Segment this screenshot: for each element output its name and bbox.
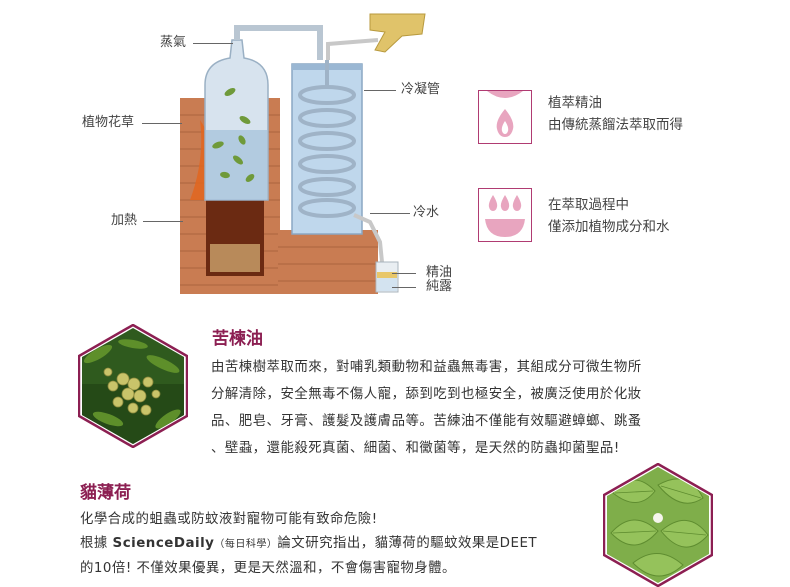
label-condenser: 冷凝管 (401, 82, 441, 97)
leader-line (142, 123, 182, 124)
leader-line (370, 213, 410, 214)
source-claim: 論文研究指出，貓薄荷的驅蚊效果是DEET (277, 536, 538, 551)
paragraph-line: 的10倍! 不僅效果優異，更是天然溫和，不會傷害寵物身體。 (80, 561, 456, 576)
catnip-image (603, 463, 713, 587)
feature-text-1: 植萃精油 由傳統蒸餾法萃取而得 (548, 92, 683, 136)
outlet-pipe (353, 213, 384, 263)
droplets-icon (485, 195, 525, 237)
paragraph-line: 品、肥皂、牙膏、護髮及護膚品等。苦練油不僅能有效驅避蟑螂、跳蚤 (211, 414, 642, 429)
paragraph-line: 化學合成的蛆蟲或防蚊液對寵物可能有致命危險! (80, 512, 378, 527)
water-funnel (369, 13, 426, 53)
source-name: ScienceDaily (112, 536, 215, 551)
paragraph-line: 分解清除，安全無毒不傷人寵，舔到吃到也極安全，被廣泛使用於化妝 (211, 387, 642, 402)
feature-line: 由傳統蒸餾法萃取而得 (548, 117, 683, 133)
paragraph-line: 、壁蝨，還能殺死真菌、細菌、和黴菌等，是天然的防蟲抑菌聖品! (211, 441, 620, 456)
neem-title: 苦楝油 (212, 329, 263, 349)
label-hydrosol: 純露 (426, 279, 453, 294)
droplets-icon-box (478, 188, 532, 242)
leader-line (143, 221, 183, 222)
label-steam: 蒸氣 (160, 35, 187, 50)
neem-image (78, 324, 188, 448)
feature-text-2: 在萃取過程中 僅添加植物成分和水 (548, 194, 670, 238)
source-note: （每日科學） (214, 539, 278, 550)
label-cold-water: 冷水 (413, 205, 440, 220)
flame-drop-icon-box (478, 90, 532, 144)
catnip-title: 貓薄荷 (80, 483, 131, 503)
label-essential-oil: 精油 (426, 265, 453, 280)
leader-line (392, 273, 416, 274)
feature-line: 植萃精油 (548, 95, 602, 111)
source-prefix: 根據 (80, 536, 113, 551)
paragraph-line: 由苦楝樹萃取而來，對哺乳類動物和益蟲無毒害，其組成分可微生物所 (211, 360, 642, 375)
flame-drop-icon (487, 91, 523, 137)
paragraph-line: 根據 ScienceDaily（每日科學）論文研究指出，貓薄荷的驅蚊效果是DEE… (80, 532, 537, 557)
steam-pipe (234, 25, 323, 60)
leader-line (392, 287, 416, 288)
feature-line: 僅添加植物成分和水 (548, 219, 670, 235)
label-plant: 植物花草 (82, 115, 135, 130)
label-heat: 加熱 (111, 213, 138, 228)
neem-description: 由苦楝樹萃取而來，對哺乳類動物和益蟲無毒害，其組成分可微生物所 分解清除，安全無… (211, 354, 642, 462)
brick-wall (278, 230, 378, 294)
leader-line (364, 90, 396, 91)
plant-leaves (212, 88, 255, 182)
distillation-diagram (180, 13, 426, 294)
catnip-description: 化學合成的蛆蟲或防蚊液對寵物可能有致命危險! 根據 ScienceDaily（每… (80, 508, 537, 581)
feature-line: 在萃取過程中 (548, 197, 629, 213)
leader-line (193, 43, 233, 44)
